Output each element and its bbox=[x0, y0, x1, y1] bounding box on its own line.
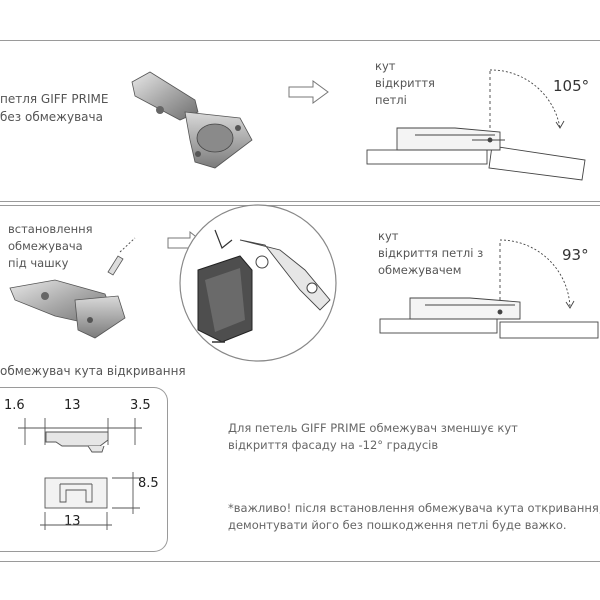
limiter-caption: обмежувач кута відкривання bbox=[0, 364, 186, 378]
dim-1-6: 1.6 bbox=[4, 398, 25, 413]
note-angle-reduction: Для петель GIFF PRIME обмежувач зменшує … bbox=[228, 421, 518, 452]
angle-value-93: 93° bbox=[562, 246, 589, 264]
angle-label-2: кут відкриття петлі з обмежувачем bbox=[378, 229, 484, 277]
dim-8-5: 8.5 bbox=[138, 476, 159, 491]
angle-value-105: 105° bbox=[553, 77, 590, 95]
limiter-profile-drawing bbox=[18, 418, 142, 453]
dim-13-top: 13 bbox=[64, 398, 81, 413]
limiter-dimension-box bbox=[0, 387, 168, 552]
hinge-with-limiter-icon bbox=[9, 237, 136, 339]
dim-3-5: 3.5 bbox=[130, 398, 151, 413]
panel-without-limiter bbox=[0, 40, 600, 202]
install-label: встановлення обмежувача під чашку bbox=[8, 222, 93, 270]
hinge-photo-icon bbox=[131, 71, 253, 169]
angle-diagram-93 bbox=[379, 239, 599, 339]
limiter-detail-zoom bbox=[179, 204, 337, 362]
hinge-label: петля GIFF PRIME без обмежувача bbox=[0, 92, 109, 124]
angle-label-1: кут відкриття петлі bbox=[375, 59, 435, 107]
limiter-top-view-drawing bbox=[40, 472, 140, 530]
angle-diagram-105 bbox=[366, 69, 586, 181]
arrow-icon-1 bbox=[288, 80, 329, 104]
panel-with-limiter bbox=[0, 205, 600, 562]
note-warning: *важливо! після встановлення обмежувача … bbox=[228, 501, 600, 532]
